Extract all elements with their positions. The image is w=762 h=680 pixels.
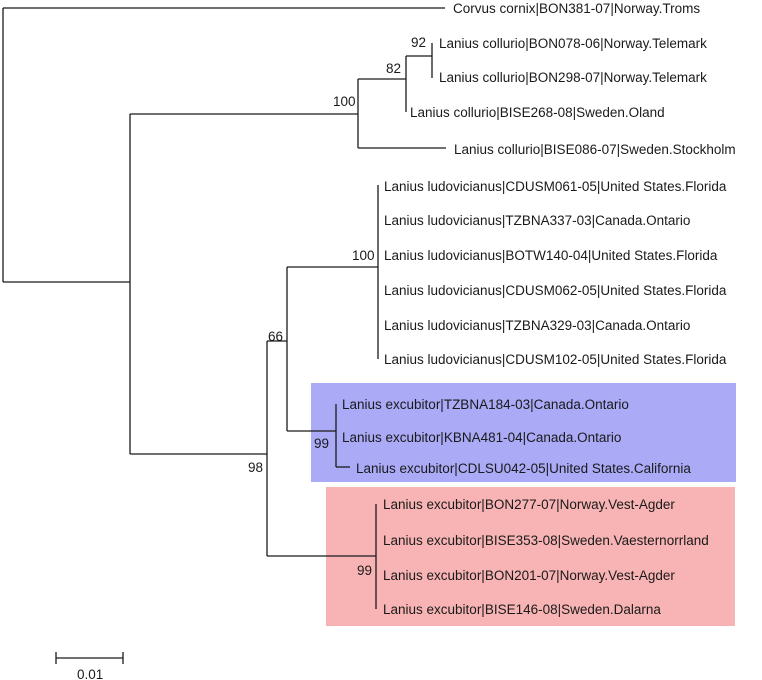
leaf-labels: Corvus cornix|BON381-07|Norway.Troms Lan…: [342, 1, 736, 617]
leaf-label: Lanius ludovicianus|BOTW140-04|United St…: [384, 248, 718, 263]
support-value: 100: [333, 94, 356, 109]
tree-branches: [2, 7, 446, 609]
leaf-label: Lanius excubitor|CDLSU042-05|United Stat…: [356, 461, 691, 476]
leaf-label: Lanius ludovicianus|CDUSM062-05|United S…: [384, 283, 727, 298]
support-value: 82: [386, 61, 401, 76]
support-value: 92: [411, 35, 426, 50]
leaf-label: Lanius excubitor|BON277-07|Norway.Vest-A…: [383, 497, 675, 512]
leaf-label: Lanius excubitor|BISE353-08|Sweden.Vaest…: [383, 533, 709, 548]
support-value: 99: [357, 563, 372, 578]
support-value: 100: [352, 248, 375, 263]
support-value: 99: [314, 436, 329, 451]
leaf-label: Lanius excubitor|BON201-07|Norway.Vest-A…: [383, 568, 675, 583]
leaf-label: Lanius ludovicianus|TZBNA337-03|Canada.O…: [384, 213, 690, 228]
support-values: 92 82 100 100 66 99 98 99: [248, 35, 426, 578]
leaf-label: Lanius collurio|BISE086-07|Sweden.Stockh…: [454, 142, 736, 157]
support-value: 66: [268, 329, 283, 344]
leaf-label: Lanius collurio|BISE268-08|Sweden.Oland: [410, 105, 665, 120]
scale-bar: 0.01: [55, 652, 124, 680]
leaf-label: Corvus cornix|BON381-07|Norway.Troms: [453, 1, 700, 16]
support-value: 98: [248, 460, 263, 475]
leaf-label: Lanius ludovicianus|TZBNA329-03|Canada.O…: [384, 318, 690, 333]
clade-highlight-north-america: [311, 383, 736, 482]
leaf-label: Lanius ludovicianus|CDUSM102-05|United S…: [384, 352, 727, 367]
clade-highlight-europe: [326, 487, 735, 626]
leaf-label: Lanius collurio|BON298-07|Norway.Telemar…: [439, 70, 707, 85]
leaf-label: Lanius excubitor|TZBNA184-03|Canada.Onta…: [342, 397, 629, 412]
leaf-label: Lanius collurio|BON078-06|Norway.Telemar…: [439, 36, 707, 51]
leaf-label: Lanius ludovicianus|CDUSM061-05|United S…: [384, 179, 727, 194]
scale-bar-label: 0.01: [77, 667, 103, 680]
leaf-label: Lanius excubitor|KBNA481-04|Canada.Ontar…: [342, 430, 621, 445]
leaf-label: Lanius excubitor|BISE146-08|Sweden.Dalar…: [383, 602, 661, 617]
